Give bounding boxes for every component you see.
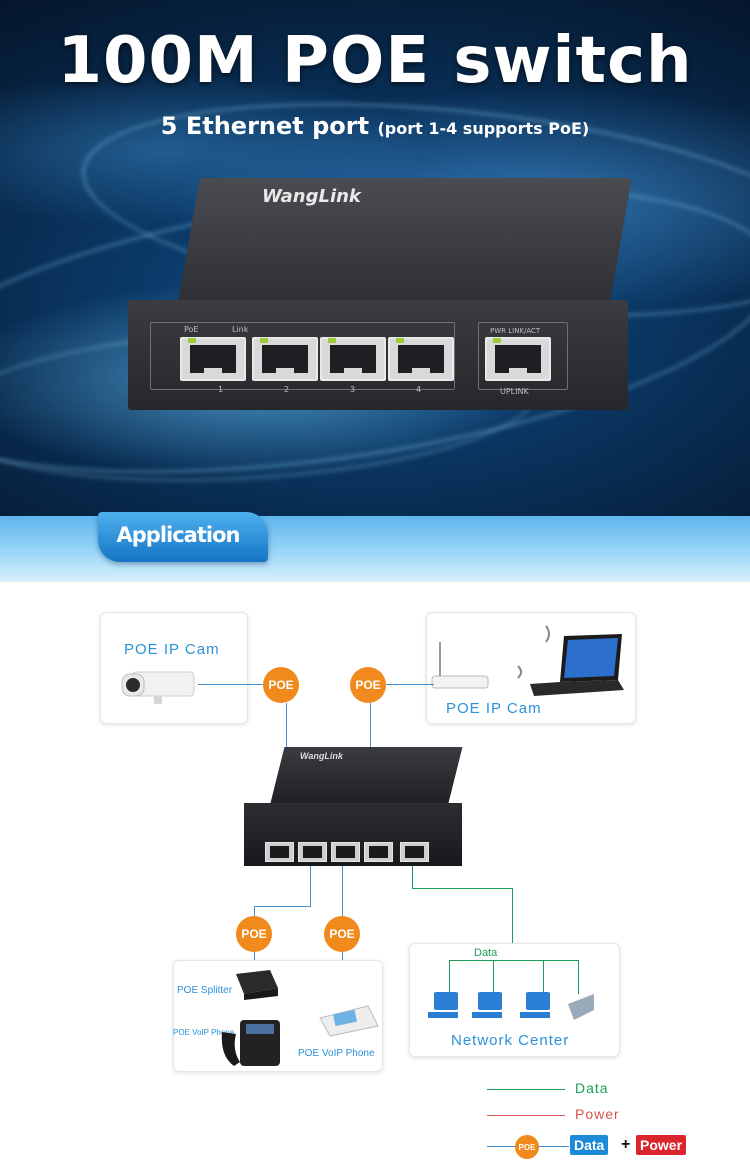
page-title: 100M POE switch: [57, 24, 693, 98]
legend-power-line: [487, 1115, 565, 1116]
router-card-title: POE IP Cam: [446, 700, 542, 717]
legend-data-line: [487, 1089, 565, 1090]
poe-splitter-icon: [236, 970, 278, 1000]
router-icon: [431, 642, 489, 689]
port-number: 1: [218, 385, 224, 394]
data-line: [449, 960, 450, 994]
connector-line: [310, 866, 311, 906]
small-port-3: [331, 842, 360, 862]
voip-phone-icon: [319, 1005, 379, 1037]
data-line: [412, 866, 413, 888]
legend-power-tag: Power: [636, 1135, 687, 1155]
subtitle-main: 5 Ethernet port: [160, 112, 370, 140]
connector-line: [198, 684, 264, 685]
application-label: Application: [116, 523, 241, 547]
legend-power-label: Power: [575, 1106, 620, 1122]
desk-phone-icon: [221, 1020, 280, 1066]
switch-small-logo: WangLink: [300, 751, 343, 761]
small-port-4: [364, 842, 393, 862]
switch-small-top: [270, 747, 463, 805]
legend-poe-line: [539, 1146, 569, 1147]
page-subtitle: 5 Ethernet port (port 1-4 supports PoE): [0, 112, 750, 140]
data-line: [512, 888, 513, 958]
connector-line: [254, 906, 255, 918]
legend-poe-icon: POE: [515, 1135, 539, 1159]
connector-line: [342, 866, 343, 918]
small-uplink-port: [400, 842, 429, 862]
port-number: 2: [284, 385, 290, 394]
poe-badge-icon: POE: [236, 916, 272, 952]
link-panel-label: Link: [232, 325, 249, 334]
poe-panel-label: PoE: [184, 325, 199, 334]
legend-data-label: Data: [575, 1080, 609, 1096]
data-line: [578, 960, 579, 994]
uplink-panel-label: UPLINK: [500, 387, 529, 396]
switch-brand-logo: WangLink: [262, 186, 361, 207]
data-line: [412, 888, 512, 889]
poe-port-panel: [150, 322, 455, 390]
splitter-label: POE Splitter: [177, 985, 233, 996]
connector-line: [386, 684, 434, 685]
port-number: 3: [350, 385, 356, 394]
computers-icon: [428, 992, 594, 1020]
uplink-port: [485, 337, 551, 381]
legend-data-tag: Data: [570, 1135, 609, 1155]
switch-top-cover: [178, 178, 632, 302]
voip-label-right: POE VoIP Phone: [298, 1048, 375, 1059]
application-tab: [98, 512, 268, 562]
legend-plus: +: [621, 1136, 632, 1153]
data-line: [449, 960, 579, 961]
ethernet-port-3: [320, 337, 386, 381]
poe-ip-cam-card: [100, 612, 248, 724]
pwr-panel-label: PWR LINK/ACT: [490, 327, 541, 335]
data-label: Data: [474, 947, 498, 959]
network-center-title: Network Center: [451, 1032, 570, 1049]
ethernet-port-1: [180, 337, 246, 381]
ip-camera-icon: [121, 671, 195, 704]
voip-label-left: POE VoIP Phone: [173, 1028, 235, 1037]
port-number: 4: [416, 385, 422, 394]
small-port-1: [265, 842, 294, 862]
poe-badge-icon: POE: [263, 667, 299, 703]
legend-poe-line: [487, 1146, 517, 1147]
cam-card-title: POE IP Cam: [124, 641, 220, 658]
laptop-icon: [517, 625, 624, 696]
subtitle-note: (port 1-4 supports PoE): [377, 119, 590, 138]
ethernet-port-2: [252, 337, 318, 381]
poe-badge-icon: POE: [350, 667, 386, 703]
ethernet-port-4: [388, 337, 454, 381]
uplink-port-panel: [478, 322, 568, 390]
data-line: [543, 960, 544, 994]
small-port-2: [298, 842, 327, 862]
poe-badge-icon: POE: [324, 916, 360, 952]
data-line: [493, 960, 494, 994]
connector-line: [254, 906, 311, 907]
